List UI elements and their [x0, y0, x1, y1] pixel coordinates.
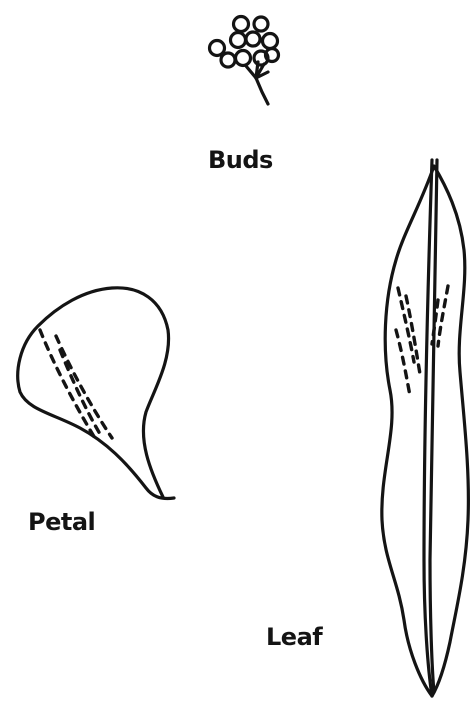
- petal-illustration: [18, 288, 174, 499]
- bud: [234, 17, 249, 32]
- leaf-illustration: [382, 160, 469, 696]
- bud: [263, 34, 278, 49]
- leaf-vein: [438, 286, 448, 346]
- buds-label: Buds: [208, 148, 273, 172]
- buds-pedicel: [246, 66, 256, 78]
- bud: [246, 32, 260, 46]
- leaf-label: Leaf: [266, 625, 322, 649]
- buds-stalk: [256, 78, 268, 104]
- petal-label: Petal: [28, 510, 95, 534]
- buds-illustration: [210, 17, 279, 105]
- petal-outline: [18, 288, 174, 499]
- bud: [210, 41, 225, 56]
- bud: [221, 53, 235, 67]
- bud: [254, 17, 268, 31]
- bud: [231, 33, 246, 48]
- bud: [236, 51, 251, 66]
- leaf-vein: [396, 330, 410, 396]
